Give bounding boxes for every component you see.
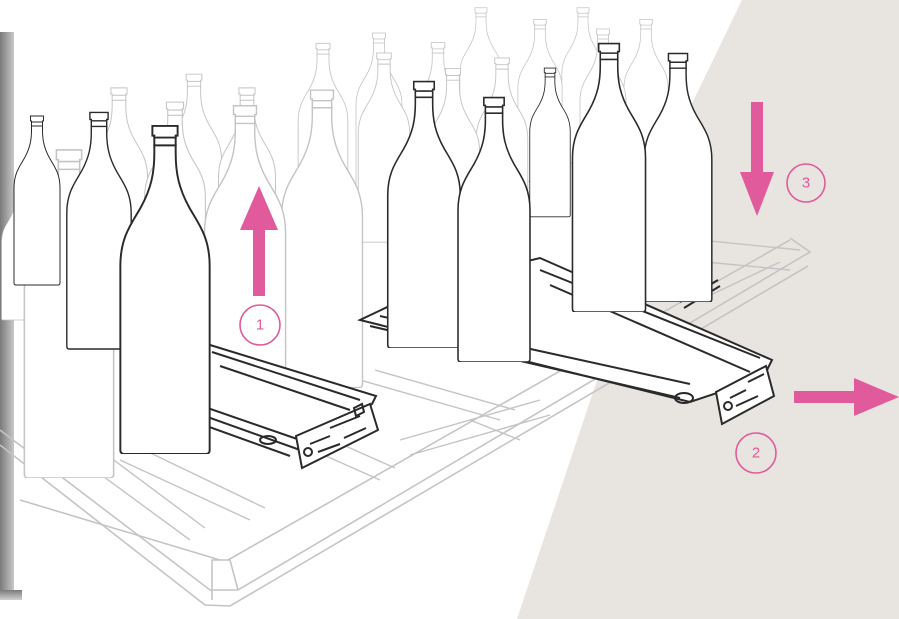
step-marker-1: 1 <box>240 305 280 345</box>
step-number-2: 2 <box>752 445 760 462</box>
bottle <box>14 116 60 285</box>
ghost-bottle <box>282 90 363 387</box>
step-number-1: 1 <box>256 317 264 334</box>
step-number-3: 3 <box>802 175 810 192</box>
frame-edge-bottom <box>0 590 22 600</box>
